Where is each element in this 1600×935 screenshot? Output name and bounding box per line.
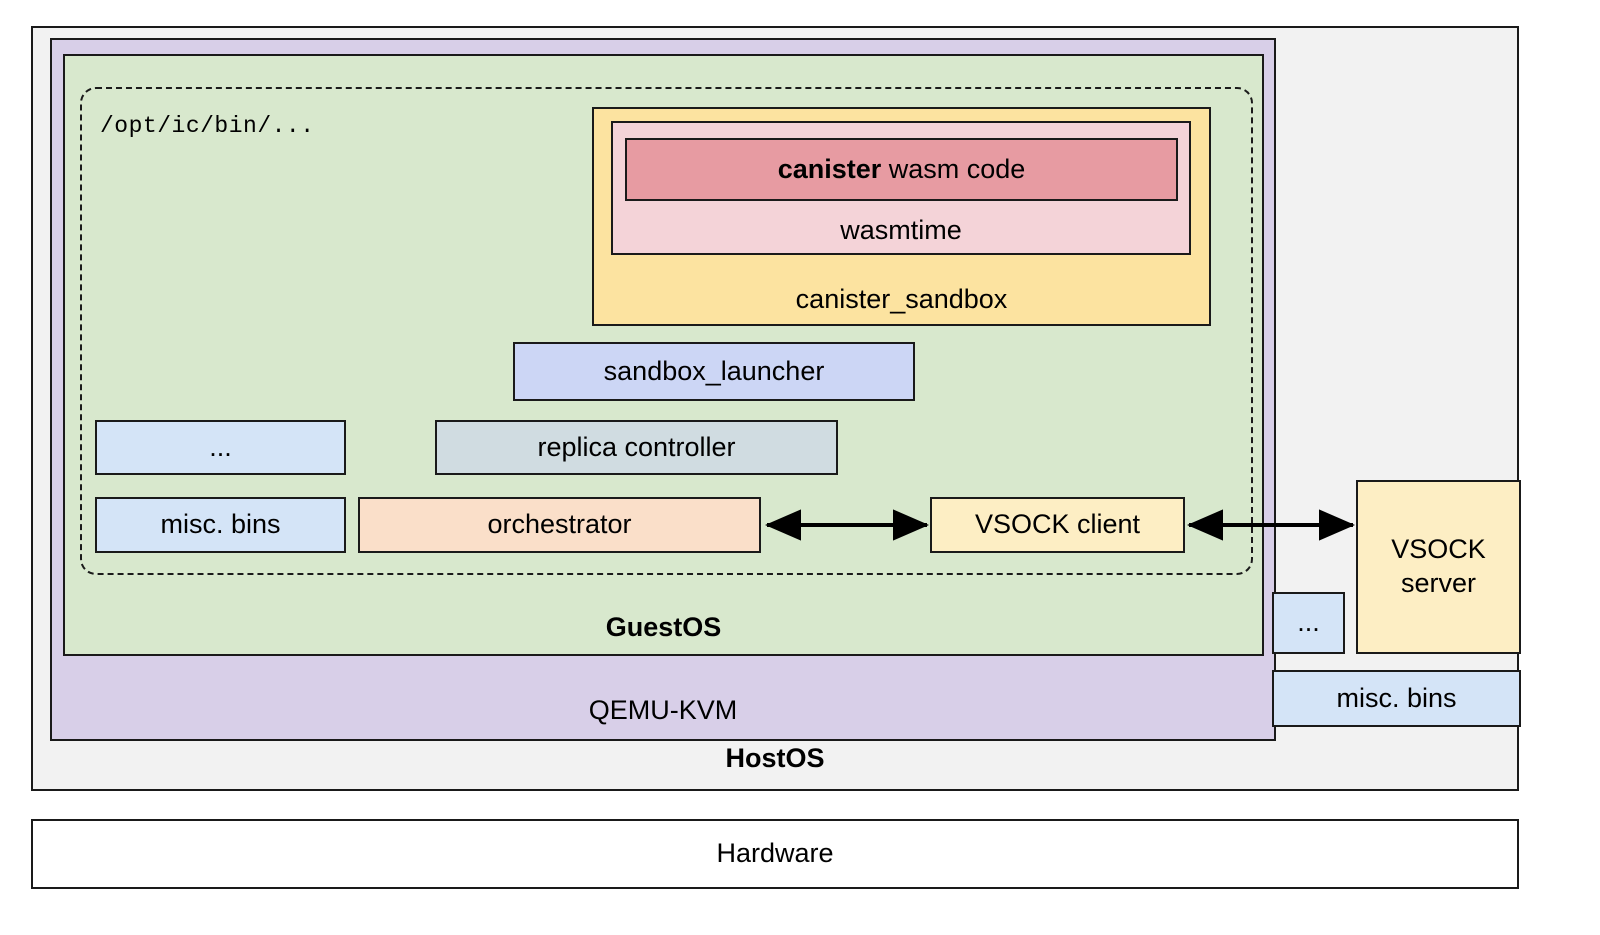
host-misc-bins-box: misc. bins <box>1272 670 1521 727</box>
sandbox-launcher-box: sandbox_launcher <box>513 342 915 401</box>
canister-wasm-code-label: canister wasm code <box>778 154 1026 186</box>
replica-controller-label: replica controller <box>537 431 736 462</box>
canister-wasm-code-box: canister wasm code <box>625 138 1178 201</box>
host-misc-bins-label: misc. bins <box>1336 682 1457 713</box>
hostos-label: HostOS <box>725 743 825 774</box>
canister-emphasis: canister <box>777 153 882 184</box>
vsock-server-box: VSOCK server <box>1356 480 1521 654</box>
wasmtime-label: wasmtime <box>840 215 962 246</box>
guestos-label: GuestOS <box>605 612 722 643</box>
hardware-box: Hardware <box>31 819 1519 889</box>
orchestrator-label: orchestrator <box>487 509 632 540</box>
host-other-bins-box: ... <box>1272 592 1345 654</box>
host-other-bins-label: ... <box>1297 607 1320 638</box>
hardware-label: Hardware <box>716 838 834 869</box>
vsock-client-label: VSOCK client <box>974 509 1141 540</box>
vsock-client-box: VSOCK client <box>930 497 1185 553</box>
qemu-kvm-label: QEMU-KVM <box>588 695 738 726</box>
arrow-vsock-client-server <box>1187 509 1355 541</box>
guest-other-bins-label: ... <box>209 431 232 462</box>
canister-wasm-rest: wasm code <box>881 153 1026 184</box>
vsock-server-label-line2: server <box>1400 568 1476 598</box>
guest-misc-bins-label: misc. bins <box>160 509 281 540</box>
canister-sandbox-label: canister_sandbox <box>795 284 1008 315</box>
sandbox-launcher-label: sandbox_launcher <box>603 355 825 386</box>
ic-bin-path-label: /opt/ic/bin/... <box>100 113 315 139</box>
ic-bin-dashed-group <box>80 87 1253 575</box>
guest-misc-bins-box: misc. bins <box>95 497 346 553</box>
replica-controller-box: replica controller <box>435 420 838 475</box>
guest-other-bins-box: ... <box>95 420 346 475</box>
vsock-server-label-line1: VSOCK <box>1391 534 1486 565</box>
orchestrator-box: orchestrator <box>358 497 761 553</box>
arrow-orchestrator-vsock-client <box>765 509 929 541</box>
